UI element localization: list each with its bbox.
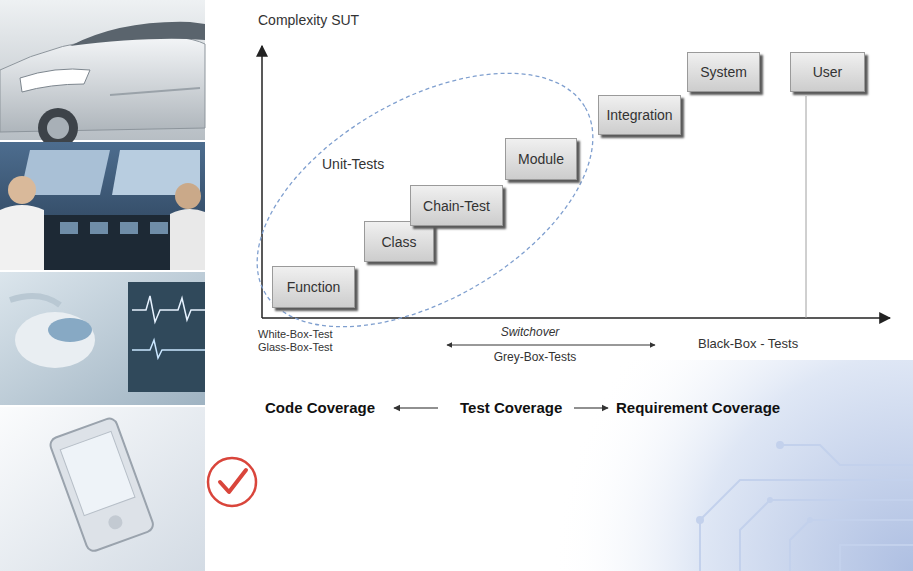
test-level-box: Class [364,221,434,262]
circuit-glow [540,360,913,571]
group-label: Unit-Tests [322,156,384,172]
dashed-ellipse [250,66,602,334]
circuit-pads [696,441,813,524]
coverage-arrow-right [574,407,608,408]
photo-phone [0,407,205,571]
box-label: System [700,64,747,80]
circuit-decoration [540,360,913,571]
coverage-label: Requirement Coverage [616,399,780,416]
x-axis [262,317,890,319]
axis-label: Switchover [501,325,560,339]
switchover-arrow [447,345,655,346]
axis-title: Complexity SUT [258,12,359,28]
test-level-box: User [790,52,865,92]
coverage-arrow-left [394,407,438,408]
box-label: Class [381,234,416,250]
axis-label: Glass-Box-Test [258,341,333,353]
separator-line [806,96,807,318]
photo-car [0,0,205,148]
box-label: Function [287,279,341,295]
box-label: Chain-Test [423,198,490,214]
coverage-label: Code Coverage [265,399,375,416]
axis-label: White-Box-Test [258,328,333,340]
unit-test-ellipse: Unit-TestsFunction Class Chain-Test Module [250,66,602,334]
box-label: User [813,64,843,80]
y-axis [261,46,263,318]
circuit-traces [700,445,913,571]
test-level-box: Chain-Test [410,185,503,226]
test-level-box: Integration [598,95,681,135]
test-level-box: Module [505,138,577,180]
axis-label: Grey-Box-Tests [494,350,577,364]
test-level-box: System [687,52,760,92]
box-label: Integration [606,107,672,123]
coverage-label: Test Coverage [460,399,562,416]
photo-medical [0,272,205,405]
box-label: Module [518,151,564,167]
photo-cockpit [0,142,205,270]
check-badge [208,458,256,506]
test-level-box: Function [272,266,355,308]
axis-label: Black-Box - Tests [698,336,798,351]
